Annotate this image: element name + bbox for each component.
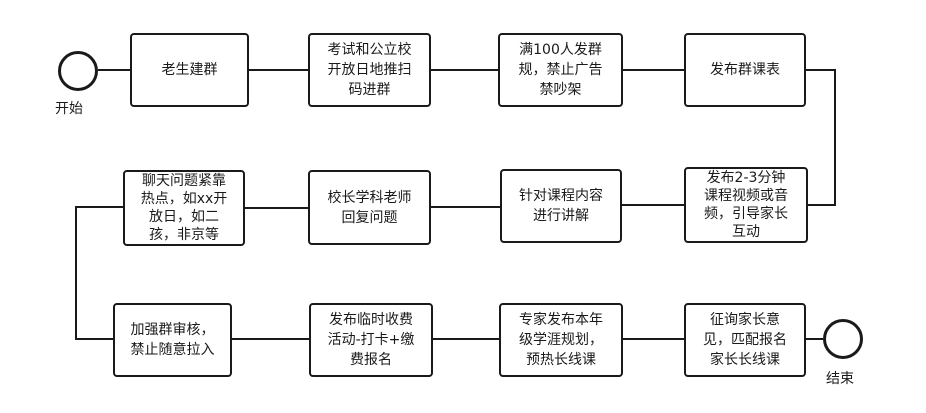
step-2: 考试和公立校 开放日地推扫 码进群 — [308, 33, 431, 107]
step-11: 专家发布本年 级学涯规划， 预热长线课 — [499, 303, 623, 377]
step-1: 老生建群 — [130, 33, 249, 107]
step-8: 聊天问题紧靠 热点，如xx开 放日，如二 孩，非京等 — [123, 170, 245, 246]
connector — [805, 69, 836, 206]
step-10: 发布临时收费 活动-打卡+缴 费报名 — [309, 303, 433, 377]
start-label: 开始 — [55, 101, 83, 117]
step-7: 校长学科老师 回复问题 — [308, 170, 431, 245]
step-12: 征询家长意 见，匹配报名 家长长线课 — [684, 303, 806, 377]
step-3: 满100人发群 规，禁止广告 禁吵架 — [498, 33, 623, 107]
step-9: 加强群审核， 禁止随意拉入 — [113, 303, 232, 377]
end-node — [823, 319, 863, 359]
step-5: 发布2-3分钟 课程视频或音 频，引导家长 互动 — [684, 167, 808, 243]
end-label: 结束 — [826, 371, 854, 387]
start-node — [58, 51, 98, 91]
step-4: 发布群课表 — [684, 33, 806, 107]
step-6: 针对课程内容 进行讲解 — [500, 169, 622, 243]
connector — [75, 206, 124, 340]
